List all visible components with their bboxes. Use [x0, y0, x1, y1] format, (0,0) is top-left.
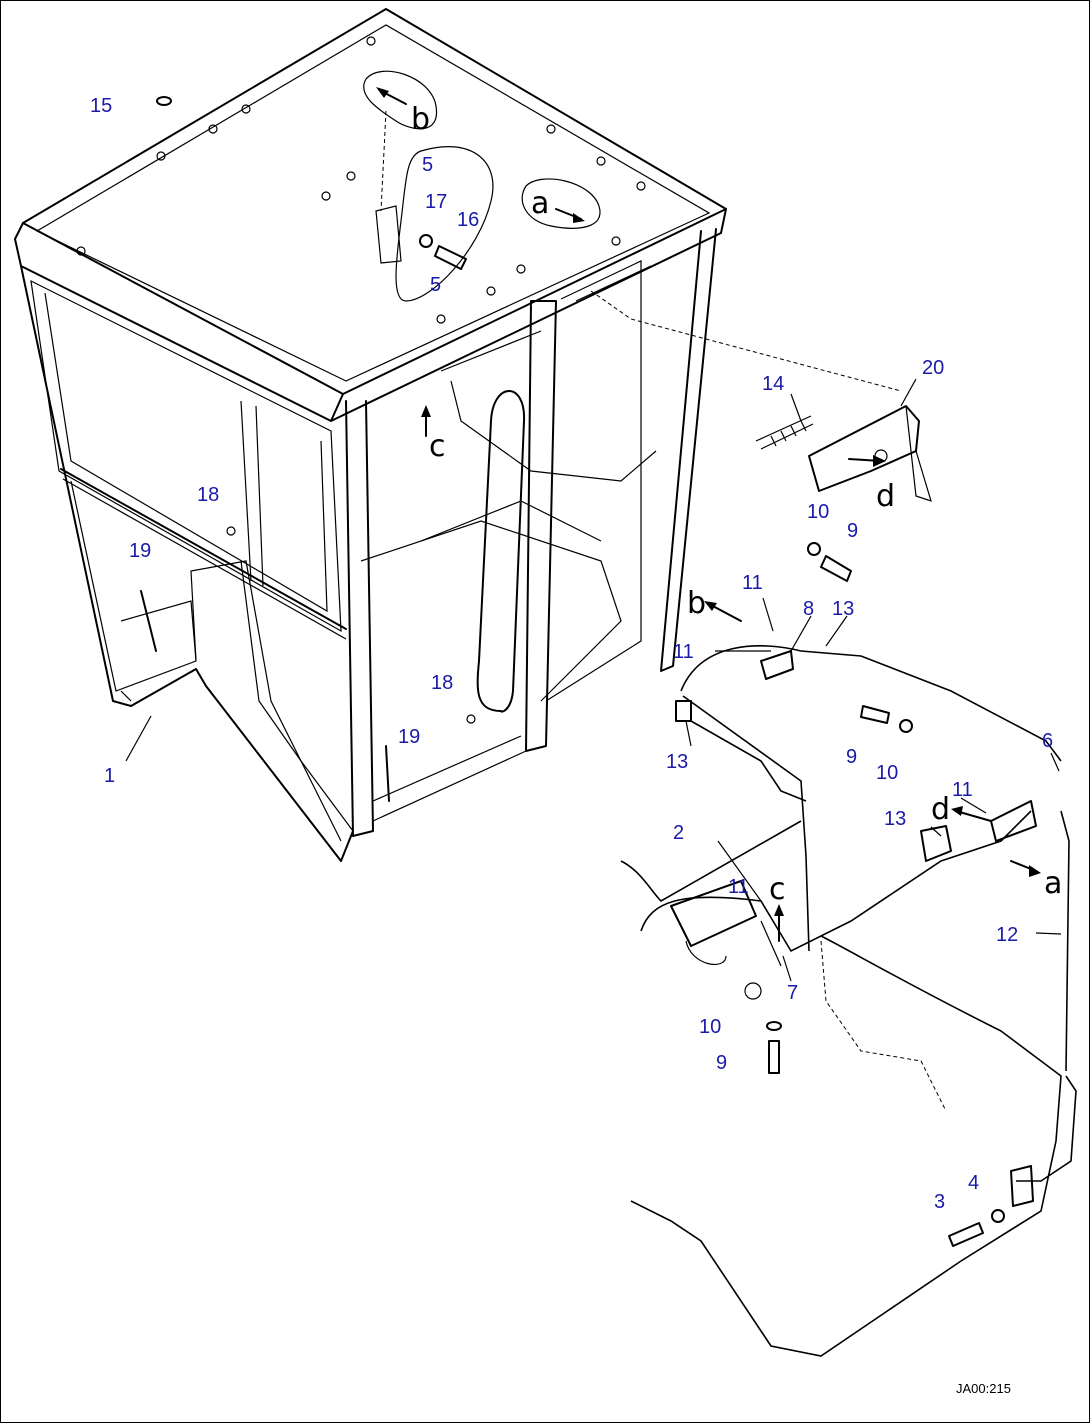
callout-17: 17 — [425, 191, 447, 213]
letter-markers: b a c d b d a c — [411, 102, 1062, 907]
callout-13b: 13 — [666, 751, 688, 773]
cab-roof — [22, 8, 727, 395]
callout-11c: 11 — [952, 779, 973, 801]
connector-13-right — [920, 825, 952, 862]
cab-left-side — [20, 265, 354, 862]
harness-upper — [680, 644, 1062, 762]
bracket-assembly — [755, 405, 932, 502]
callout-labels: 1 2 3 4 5 5 6 7 8 9 9 9 10 10 10 11 11 1… — [90, 95, 1053, 1213]
callout-2: 2 — [673, 822, 684, 844]
callout-8: 8 — [803, 598, 814, 620]
reference-code: JA00:215 — [956, 1381, 1011, 1396]
marker-c-cab: c — [429, 429, 446, 464]
callout-10b: 10 — [876, 762, 898, 784]
cab-left-window-inner — [44, 292, 328, 613]
callout-7: 7 — [787, 982, 798, 1004]
cab-front-right-pillar — [660, 228, 717, 672]
callout-18a: 18 — [197, 484, 219, 506]
marker-a-right: a — [1044, 866, 1062, 901]
bolt-9-lower — [768, 1040, 780, 1074]
cab-lower-panel — [70, 480, 342, 842]
callout-5b: 5 — [430, 274, 441, 296]
cab-grab-handle — [476, 390, 526, 713]
marker-c-harness: c — [769, 872, 786, 907]
cab-belt-line — [60, 468, 347, 630]
callout-10a: 10 — [807, 501, 829, 523]
callout-5a: 5 — [422, 154, 433, 176]
bracket-plate — [808, 405, 920, 492]
bolt-3 — [948, 1222, 984, 1247]
plug-15 — [156, 96, 172, 106]
plug-18-left — [226, 526, 236, 536]
callout-11b: 11 — [673, 641, 694, 663]
callout-10c: 10 — [699, 1016, 721, 1038]
cab-front-left-pillar — [345, 400, 374, 837]
callout-1: 1 — [104, 765, 115, 787]
leader-roof-to-bracket — [590, 290, 902, 392]
callout-9b: 9 — [846, 746, 857, 768]
wire-harness — [620, 644, 1077, 1357]
rod-19-right — [385, 745, 390, 802]
marker-a-top: a — [531, 186, 549, 221]
direction-arrows — [376, 87, 1041, 942]
washer-4 — [991, 1209, 1005, 1223]
callout-15: 15 — [90, 95, 112, 117]
callout-20: 20 — [922, 357, 944, 379]
callout-14: 14 — [762, 373, 784, 395]
callout-9c: 9 — [716, 1052, 727, 1074]
fasteners — [140, 96, 1005, 1247]
callout-19a: 19 — [129, 540, 151, 562]
marker-b-harness: b — [687, 586, 706, 621]
leader-lines — [125, 378, 1062, 982]
cab-door-frame — [525, 300, 557, 752]
harness-12 — [630, 935, 1062, 1357]
callout-9a: 9 — [847, 520, 858, 542]
roof-detail-outline — [395, 146, 494, 302]
marker-d-harness: d — [931, 792, 950, 827]
washer-17 — [419, 234, 433, 248]
plug-18-right — [466, 714, 476, 724]
marker-b-top: b — [411, 102, 430, 137]
callout-3: 3 — [934, 1191, 945, 1213]
washer-10-lower — [766, 1021, 782, 1031]
washer-10-middle — [899, 719, 913, 733]
callout-12: 12 — [996, 924, 1018, 946]
bolt-9-upper — [820, 555, 852, 582]
callout-19b: 19 — [398, 726, 420, 748]
connector-11-lower — [670, 880, 757, 947]
cab-left-window — [30, 279, 342, 633]
callout-6: 6 — [1042, 730, 1053, 752]
bolt-9-middle — [860, 705, 890, 724]
callout-16: 16 — [457, 209, 479, 231]
callout-13a: 13 — [832, 598, 854, 620]
cab-roof-rim — [14, 208, 727, 422]
roof-bolts — [76, 36, 646, 324]
callout-13c: 13 — [884, 808, 906, 830]
washer-10-upper — [807, 542, 821, 556]
cab-assembly — [14, 8, 902, 862]
bolt-16 — [434, 245, 467, 270]
callout-18b: 18 — [431, 672, 453, 694]
cab-roof-inner-edge — [35, 24, 711, 382]
callout-11d: 11 — [728, 876, 749, 898]
harness-2 — [620, 820, 802, 902]
callout-4: 4 — [968, 1172, 979, 1194]
rod-19-left — [140, 590, 157, 652]
marker-d-bracket: d — [876, 479, 895, 514]
callout-11a: 11 — [742, 572, 763, 594]
cab-floor — [360, 520, 622, 822]
